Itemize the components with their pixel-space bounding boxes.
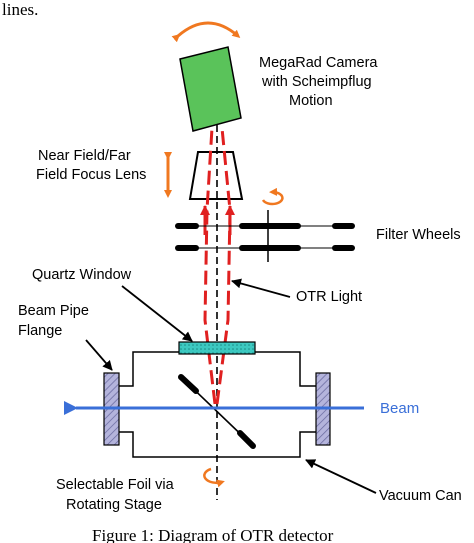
- filter-wheels-label: Filter Wheels: [376, 227, 461, 243]
- filter-wheels: [175, 210, 355, 262]
- fragment-text: lines.: [2, 0, 38, 19]
- foil-holder-top: [178, 374, 199, 394]
- otr-light-ray-right: [215, 127, 232, 405]
- camera-rotation-arrow: [171, 21, 241, 43]
- camera-label-line1: MegaRad Camera: [259, 55, 378, 71]
- foil-label-line1: Selectable Foil via: [56, 477, 175, 493]
- otr-light-pointer: [231, 278, 291, 298]
- camera-label-line2: with Scheimpflug: [261, 74, 372, 90]
- vacuum-can-label: Vacuum Can: [379, 488, 462, 504]
- figure-caption: Figure 1: Diagram of OTR detector: [92, 526, 334, 543]
- otr-light-label: OTR Light: [296, 289, 362, 305]
- quartz-window-pointer: [121, 285, 193, 342]
- stage-rotation-arrow: [203, 467, 225, 488]
- lens-label-line1: Near Field/Far: [38, 148, 131, 164]
- otr-light-ray-left: [203, 127, 217, 405]
- beam-pipe-pointer: [85, 339, 113, 371]
- vacuum-can-pointer: [305, 459, 377, 494]
- foil-label-line2: Rotating Stage: [66, 497, 162, 513]
- lens-label-line2: Field Focus Lens: [36, 167, 146, 183]
- vacuum-chamber: [119, 351, 316, 458]
- camera-label-line3: Motion: [289, 93, 333, 109]
- camera-body: [179, 46, 242, 132]
- beam-label: Beam: [380, 400, 419, 417]
- quartz-window: [178, 341, 256, 355]
- focus-lens: [188, 151, 244, 200]
- filter-wheel-rotation-arrow: [261, 187, 284, 206]
- beam-pipe-label-line2: Flange: [18, 323, 62, 339]
- foil-holder-bottom: [237, 430, 256, 449]
- quartz-window-label: Quartz Window: [32, 267, 132, 283]
- beam-pipe-label-line1: Beam Pipe: [18, 303, 89, 319]
